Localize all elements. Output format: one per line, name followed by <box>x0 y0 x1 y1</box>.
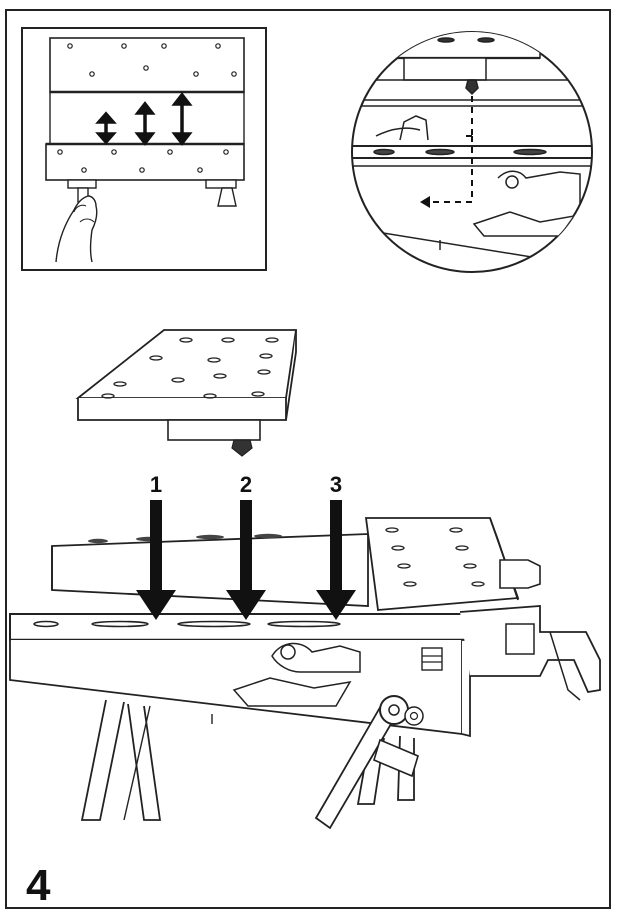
position-label-3: 3 <box>330 472 342 497</box>
position-arrow-3 <box>316 500 356 620</box>
position-label-1: 1 <box>150 472 162 497</box>
direction-arrow-icon <box>420 196 430 208</box>
hand-icon <box>55 195 98 263</box>
position-arrow-1 <box>136 500 176 620</box>
step-number: 4 <box>26 861 51 910</box>
position-arrow-2 <box>226 500 266 620</box>
position-label-2: 2 <box>240 472 252 497</box>
inset-height-adjust <box>21 27 267 271</box>
main-workbench <box>9 329 601 830</box>
